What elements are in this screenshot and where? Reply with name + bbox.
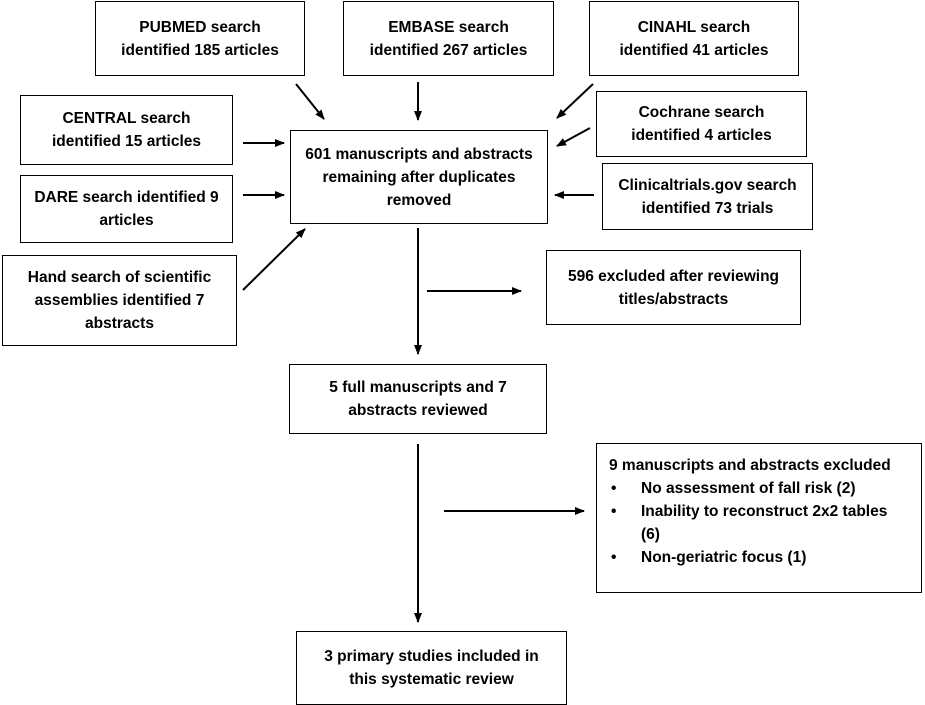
full-review-box: 5 full manuscripts and 7 abstracts revie… — [289, 364, 547, 434]
clinicaltrials-box: Clinicaltrials.gov search identified 73 … — [602, 163, 813, 230]
cinahl-box: CINAHL search identified 41 articles — [589, 1, 799, 76]
hand-search-box: Hand search of scientific assemblies ide… — [2, 255, 237, 346]
exclusion-reasons-list: No assessment of fall risk (2) Inability… — [609, 477, 887, 569]
exclusion-reason: No assessment of fall risk (2) — [609, 477, 887, 500]
deduplicated-box: 601 manuscripts and abstracts remaining … — [290, 130, 548, 224]
included-box: 3 primary studies included in this syste… — [296, 631, 567, 705]
embase-box: EMBASE search identified 267 articles — [343, 1, 554, 76]
dare-box: DARE search identified 9 articles — [20, 175, 233, 243]
excluded-titles-box: 596 excluded after reviewing titles/abst… — [546, 250, 801, 325]
included-text: 3 primary studies included in this syste… — [324, 648, 539, 688]
arrow-cinahl — [556, 83, 594, 119]
exclusion-reason: Inability to reconstruct 2x2 tables (6) — [609, 500, 887, 546]
arrow-hand-search — [242, 228, 306, 291]
cochrane-text: Cochrane search identified 4 articles — [631, 104, 772, 144]
clinicaltrials-text: Clinicaltrials.gov search identified 73 … — [618, 176, 797, 217]
pubmed-box: PUBMED search identified 185 articles — [95, 1, 305, 76]
hand-search-text: Hand search of scientific assemblies ide… — [27, 269, 212, 332]
embase-text: EMBASE search identified 267 articles — [369, 18, 528, 59]
full-review-text: 5 full manuscripts and 7 abstracts revie… — [329, 379, 507, 419]
exclusion-reason: Non-geriatric focus (1) — [609, 546, 887, 569]
pubmed-text: PUBMED search identified 185 articles — [121, 18, 279, 59]
exclusions-box: 9 manuscripts and abstracts excluded No … — [596, 443, 922, 593]
central-box: CENTRAL search identified 15 articles — [20, 95, 233, 165]
cinahl-text: CINAHL search identified 41 articles — [619, 18, 769, 59]
exclusions-title: 9 manuscripts and abstracts excluded — [609, 457, 891, 474]
excluded-titles-text: 596 excluded after reviewing titles/abst… — [567, 267, 780, 308]
deduplicated-text: 601 manuscripts and abstracts remaining … — [305, 145, 533, 209]
cochrane-box: Cochrane search identified 4 articles — [596, 91, 807, 157]
arrow-pubmed — [295, 83, 325, 120]
dare-text: DARE search identified 9 articles — [34, 189, 219, 229]
central-text: CENTRAL search identified 15 articles — [51, 110, 202, 150]
arrow-cochrane — [556, 127, 591, 147]
